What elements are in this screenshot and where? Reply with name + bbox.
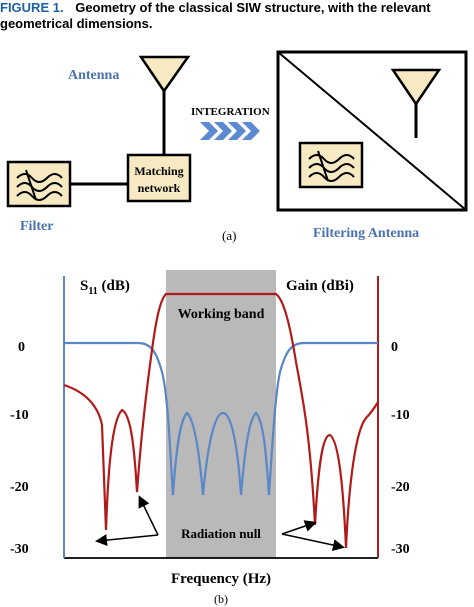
filtering-antenna-label: Filtering Antenna <box>313 226 419 241</box>
sublabel-a: (a) <box>222 228 236 243</box>
working-band-label: Working band <box>178 307 265 322</box>
left-tick-label: -20 <box>10 480 29 495</box>
plot-frame <box>63 276 379 559</box>
right-tick-label: -30 <box>391 542 410 557</box>
left-tick-label: -10 <box>10 408 29 423</box>
figure-caption-line2: geometrical dimensions. <box>0 16 152 31</box>
left-tick-label: 0 <box>18 340 25 355</box>
integration-arrows-icon <box>200 122 260 140</box>
right-tick-label: -10 <box>391 408 410 423</box>
sublabel-b: (b) <box>214 592 228 606</box>
right-tick-label: -20 <box>391 480 410 495</box>
filter-icon <box>16 169 63 201</box>
frequency-axis-label: Frequency (Hz) <box>171 571 271 587</box>
caption-text: Geometry of the classical SIW structure,… <box>75 0 431 15</box>
integrated-filter-icon <box>298 141 364 189</box>
left-tick-label: -30 <box>10 542 29 557</box>
matching-network-label-line1: Matching <box>134 164 183 178</box>
s11-curve <box>64 341 378 496</box>
radiation-null-arrows <box>95 495 345 551</box>
gain-axis-label: Gain (dBi) <box>286 278 354 294</box>
gain-curve <box>63 292 379 549</box>
integration-label: INTEGRATION <box>191 106 270 118</box>
figure-label: FIGURE 1. <box>0 0 64 15</box>
antenna-icon <box>138 55 191 155</box>
radiation-null-label: Radiation null <box>181 526 261 541</box>
s11-axis-label: S11 (dB) <box>80 278 130 297</box>
filter-label: Filter <box>20 219 53 234</box>
matching-network-box <box>126 153 192 203</box>
antenna-label: Antenna <box>68 68 119 83</box>
integrated-antenna-icon <box>390 68 442 138</box>
figure-caption-line1: FIGURE 1. Geometry of the classical SIW … <box>0 0 431 15</box>
matching-network-label-line2: network <box>138 181 181 195</box>
filter-box <box>6 160 72 208</box>
right-tick-label: 0 <box>391 340 398 355</box>
